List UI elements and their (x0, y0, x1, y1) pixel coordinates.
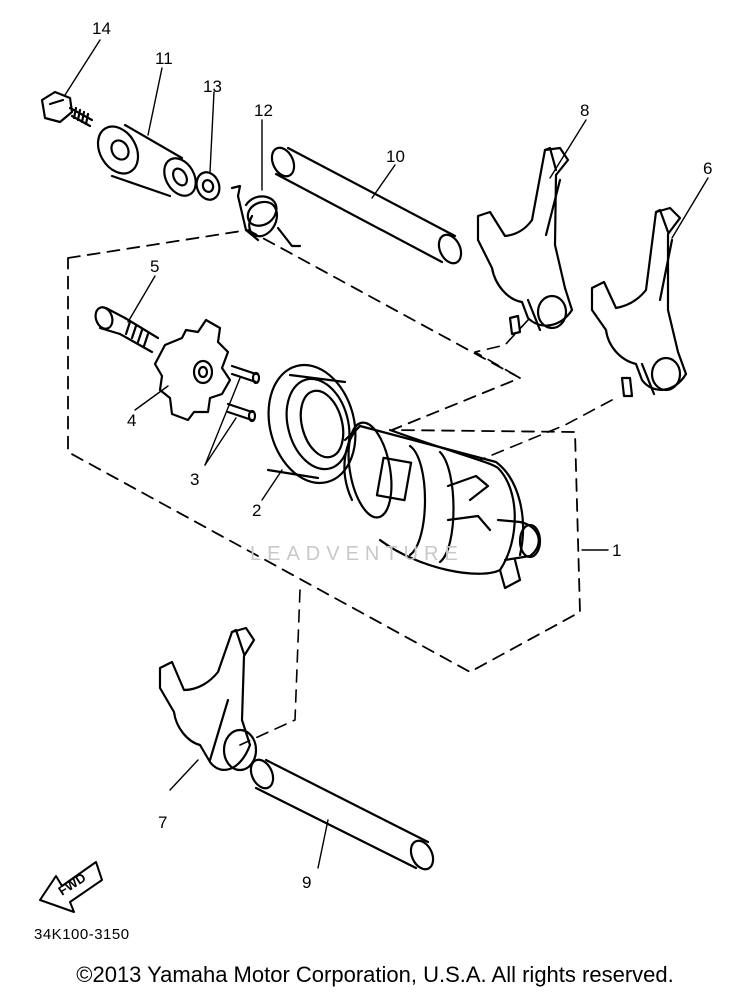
leader-13 (209, 91, 215, 173)
leader-7 (169, 759, 199, 791)
connector-line-7 (239, 589, 301, 746)
callout-8: 8 (580, 101, 589, 120)
callout-9: 9 (302, 873, 311, 892)
shift-fork-8 (476, 146, 574, 336)
callout-4: 4 (127, 411, 136, 430)
segment-4 (153, 318, 232, 422)
callout-11: 11 (155, 49, 173, 68)
leader-8 (549, 119, 587, 179)
connector-line-8 (474, 319, 529, 379)
bearing-2 (266, 363, 357, 485)
callout-10: 10 (386, 147, 405, 166)
spring-12 (230, 184, 302, 248)
callout-14: 14 (92, 19, 111, 38)
callout-7: 7 (158, 813, 167, 832)
washer-13 (195, 171, 221, 201)
callout-3: 3 (190, 470, 199, 489)
leader-2 (261, 469, 283, 501)
callout-5: 5 (150, 257, 159, 276)
screw-5 (94, 306, 160, 354)
shift-fork-6 (590, 206, 688, 398)
callout-6: 6 (703, 159, 712, 178)
shift-rod-10 (270, 146, 463, 265)
leader-10 (371, 164, 396, 199)
shift-fork-7 (158, 626, 258, 772)
shift-rod-9 (249, 758, 435, 871)
dowel-pins-3 (226, 364, 261, 423)
connector-line-6 (479, 399, 613, 461)
leader-9 (317, 819, 329, 869)
leader-3b (204, 417, 237, 466)
leader-5 (127, 275, 156, 323)
leader-14 (64, 39, 101, 96)
leader-4 (134, 385, 169, 411)
fwd-label: FWD (55, 870, 88, 899)
bolt-14 (40, 90, 94, 128)
callout-2: 2 (252, 501, 261, 520)
fwd-arrow-icon (39, 861, 103, 913)
callout-1: 1 (612, 541, 621, 560)
callout-13: 13 (203, 77, 222, 96)
diagram-part-code: 34K100-3150 (34, 926, 130, 943)
copyright-notice: ©2013 Yamaha Motor Corporation, U.S.A. A… (76, 962, 674, 987)
watermark: LEADVENTURE (250, 543, 464, 565)
shift-drum-1 (343, 421, 542, 590)
shift-arm-11 (96, 123, 197, 198)
leader-3a (204, 377, 241, 466)
assembly-boundary-dashed (67, 229, 581, 673)
callout-12: 12 (254, 101, 273, 120)
leader-6 (671, 177, 709, 239)
leader-11 (147, 67, 163, 136)
